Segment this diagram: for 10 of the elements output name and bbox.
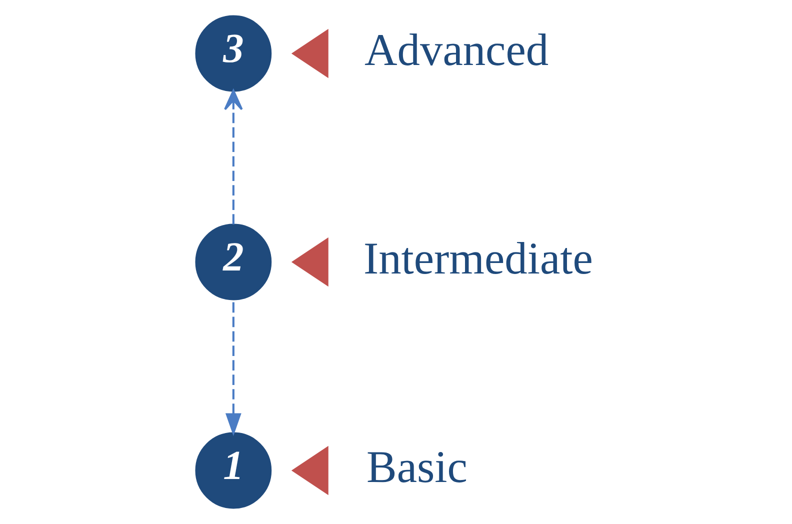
node-circle: 1	[194, 432, 272, 509]
node-triangle	[290, 237, 328, 287]
node-label: Basic	[366, 442, 467, 492]
node-label: Intermediate	[362, 234, 592, 284]
node-circle: 2	[194, 224, 272, 300]
arrow	[224, 90, 242, 224]
node-label: Advanced	[364, 25, 548, 76]
node-circle: 3	[194, 15, 272, 92]
node-triangle	[290, 28, 328, 78]
node-triangle	[290, 446, 328, 496]
